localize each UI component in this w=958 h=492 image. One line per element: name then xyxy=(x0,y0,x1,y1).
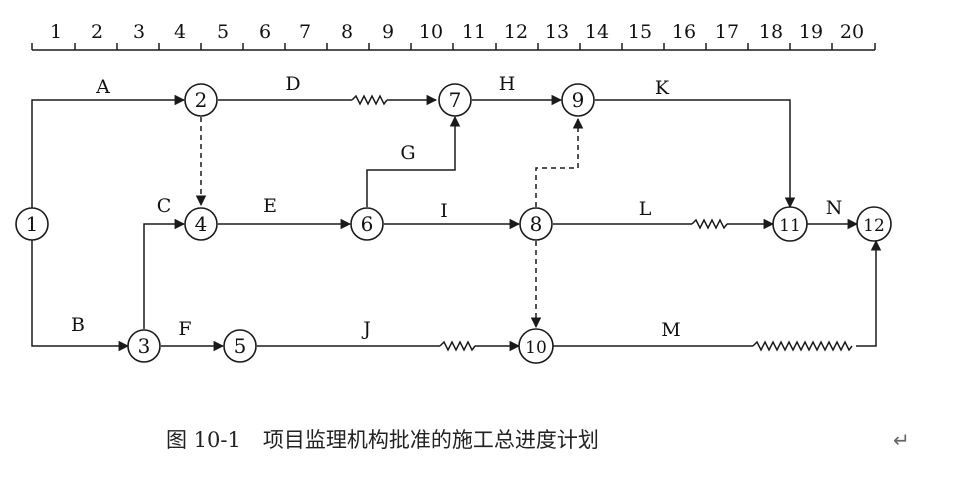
activity-d-float-wave xyxy=(351,94,388,106)
scale-tick-label: 15 xyxy=(628,21,652,43)
node-number: 8 xyxy=(530,212,543,236)
activity-label: D xyxy=(285,73,300,95)
scale-tick-label: 16 xyxy=(672,21,696,43)
dummy-8-9-arrow xyxy=(535,117,584,207)
activity-a-arrow xyxy=(31,94,186,208)
dummy-activities xyxy=(195,117,584,329)
activity-labels: A B C D E F G H I J K L M N xyxy=(71,73,842,341)
node-number: 5 xyxy=(234,334,247,358)
activity-label: F xyxy=(178,318,191,340)
scale-tick-label: 3 xyxy=(133,21,145,43)
activity-label: G xyxy=(400,142,415,164)
node-number: 2 xyxy=(195,88,208,112)
scale-tick-label: 12 xyxy=(504,21,528,43)
scale-tick-label: 9 xyxy=(382,21,394,43)
network-node: 8 xyxy=(519,207,553,241)
network-node: 3 xyxy=(127,329,161,363)
activity-label: L xyxy=(639,198,652,220)
scale-tick-label: 11 xyxy=(462,21,486,43)
node-number: 4 xyxy=(195,212,208,236)
scale-tick-label: 2 xyxy=(91,21,103,43)
scale-tick-label: 20 xyxy=(840,21,864,43)
network-node: 4 xyxy=(184,207,218,241)
scale-tick-label: 18 xyxy=(759,21,783,43)
node-number: 1 xyxy=(26,212,39,236)
scale-tick-label: 5 xyxy=(217,21,229,43)
network-node: 6 xyxy=(350,207,384,241)
time-scale: 1 2 3 4 5 6 7 8 9 10 11 12 13 14 15 16 1… xyxy=(31,21,876,51)
node-number: 11 xyxy=(779,216,801,236)
network-node: 10 xyxy=(518,328,554,364)
node-number: 10 xyxy=(525,338,547,358)
scale-tick-label: 4 xyxy=(174,21,186,43)
activity-label: E xyxy=(263,195,277,217)
activity-label: J xyxy=(361,318,371,340)
activity-j-float-wave xyxy=(439,340,476,352)
figure-title: 项目监理机构批准的施工总进度计划 xyxy=(262,428,599,452)
scale-tick-label: 8 xyxy=(341,21,353,43)
scale-tick-label: 1 xyxy=(50,21,62,43)
network-node: 5 xyxy=(223,329,257,363)
activity-label: M xyxy=(661,319,680,341)
network-nodes: 1 2 3 4 5 6 7 8 xyxy=(15,83,892,364)
activity-m-float-wave xyxy=(752,340,853,352)
activity-g-arrow xyxy=(366,115,461,207)
scale-tick-label: 6 xyxy=(259,21,271,43)
scale-tick-label: 19 xyxy=(799,21,823,43)
scale-tick-label: 14 xyxy=(585,21,609,43)
activity-c-arrow xyxy=(143,218,186,329)
scale-tick-label: 13 xyxy=(545,21,569,43)
network-node: 1 xyxy=(15,207,49,241)
activity-label: K xyxy=(655,77,670,99)
figure-number: 图 10-1 xyxy=(166,428,241,452)
activity-b-arrow xyxy=(31,240,130,352)
scale-tick-label: 17 xyxy=(715,21,739,43)
node-number: 7 xyxy=(449,88,462,112)
node-number: 12 xyxy=(863,216,885,236)
figure-caption: 图 10-1 项目监理机构批准的施工总进度计划 xyxy=(166,424,599,454)
network-node: 7 xyxy=(438,83,472,117)
node-number: 9 xyxy=(572,88,585,112)
activity-label: N xyxy=(826,197,843,219)
network-node: 12 xyxy=(856,206,892,242)
node-number: 6 xyxy=(361,212,374,236)
node-number: 3 xyxy=(138,334,151,358)
scale-tick-label: 7 xyxy=(299,21,311,43)
activity-arrows xyxy=(31,94,882,352)
activity-label: A xyxy=(95,76,110,98)
activity-l-float-wave xyxy=(691,218,728,230)
activity-label: I xyxy=(440,200,448,222)
network-node: 9 xyxy=(561,83,595,117)
activity-label: H xyxy=(499,73,516,95)
activity-k-arrow xyxy=(595,99,796,209)
scale-tick-label: 10 xyxy=(419,21,443,43)
network-node: 2 xyxy=(184,83,218,117)
paragraph-return-icon: ↵ xyxy=(893,428,910,452)
activity-label: B xyxy=(71,314,85,336)
network-node: 11 xyxy=(772,206,808,242)
activity-label: C xyxy=(157,195,172,217)
